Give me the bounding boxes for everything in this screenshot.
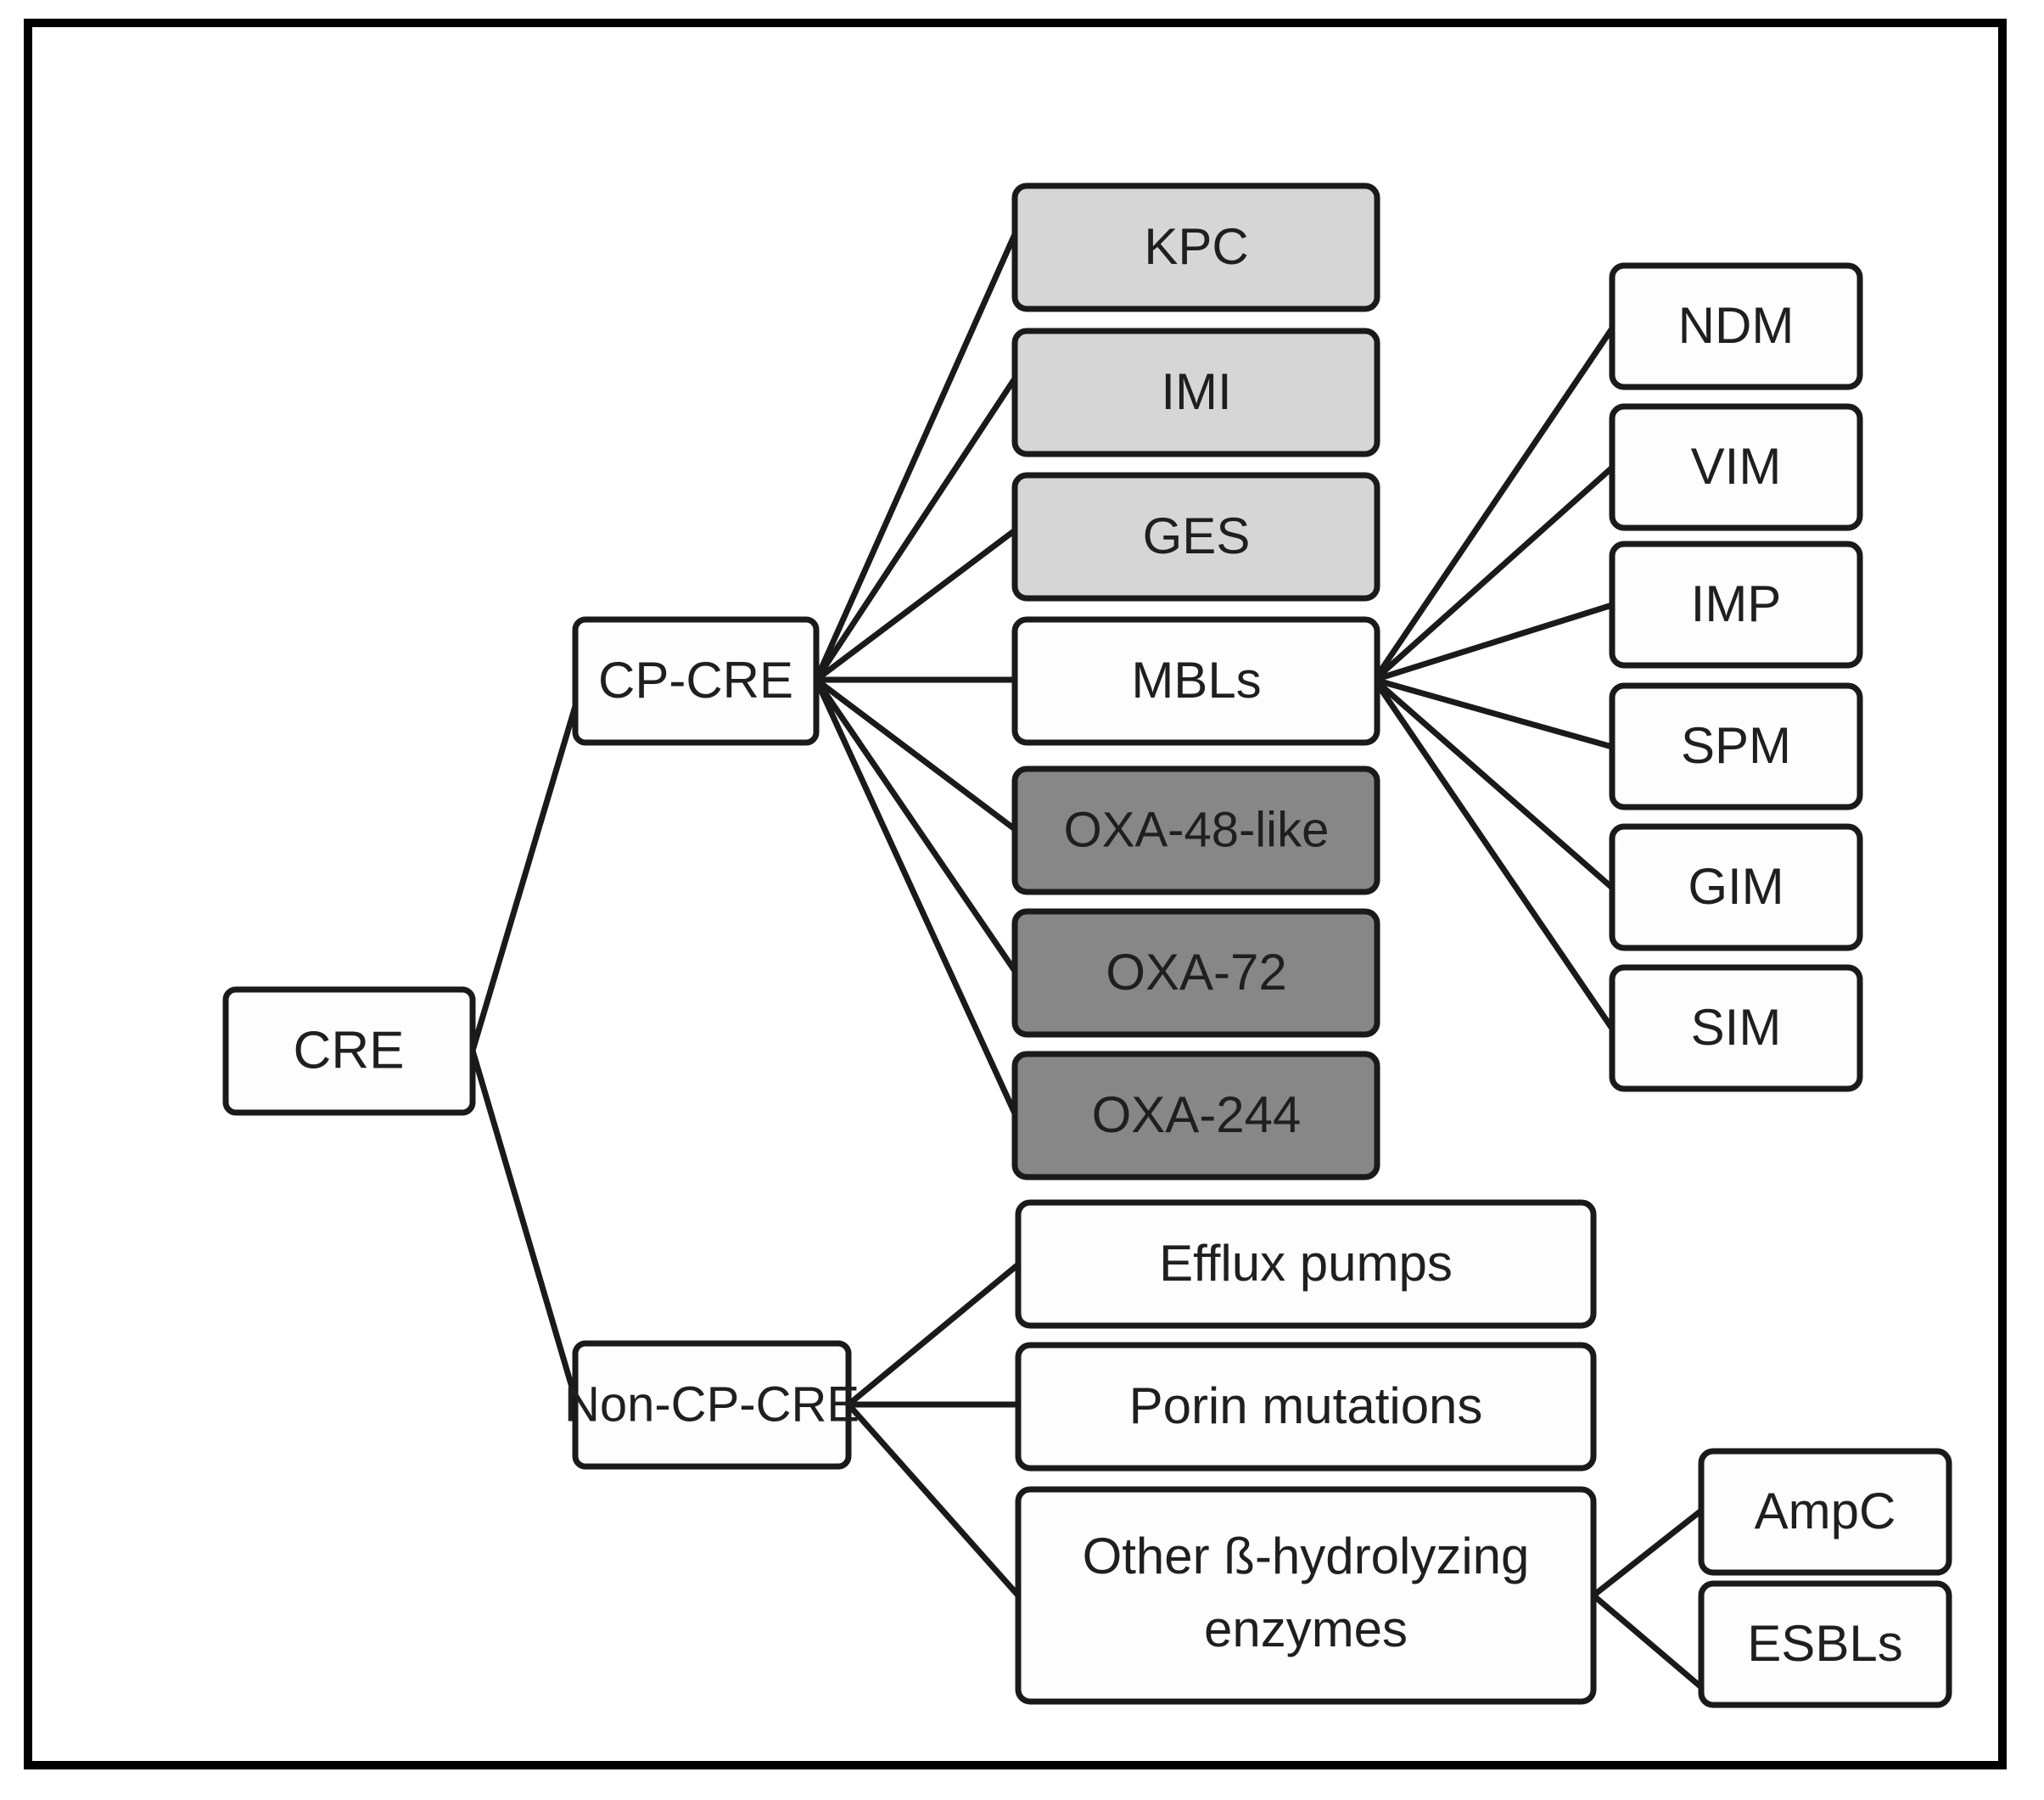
- edge-cre-to-cp-cre: [469, 703, 579, 1054]
- node-oxa-48-like[interactable]: OXA-48-like: [1011, 765, 1380, 895]
- vim-label: VIM: [1691, 438, 1782, 495]
- edge-other-enzymes-to-esbls: [1590, 1592, 1705, 1691]
- node-cre[interactable]: CRE: [222, 986, 476, 1116]
- node-esbls[interactable]: ESBLs: [1698, 1580, 1952, 1708]
- node-imp[interactable]: IMP: [1609, 541, 1863, 669]
- efflux-pumps-box[interactable]: [1015, 1199, 1597, 1329]
- node-ampc[interactable]: AmpC: [1698, 1448, 1952, 1576]
- node-efflux-pumps[interactable]: Efflux pumps: [1015, 1199, 1597, 1329]
- edge-mbls-to-spm: [1371, 676, 1616, 750]
- imi-label: IMI: [1161, 363, 1231, 420]
- node-ndm[interactable]: NDM: [1609, 262, 1863, 390]
- oxa-48-like-label: OXA-48-like: [1064, 802, 1330, 857]
- mbls-box[interactable]: [1011, 616, 1380, 746]
- edge-cp-cre-to-imi: [813, 375, 1018, 683]
- oxa-72-label: OXA-72: [1106, 944, 1286, 1001]
- edge-other-enzymes-to-ampc: [1590, 1507, 1705, 1599]
- imi-box[interactable]: [1011, 328, 1380, 457]
- cre-box[interactable]: [222, 986, 476, 1116]
- imp-box[interactable]: [1609, 541, 1863, 669]
- node-oxa-72[interactable]: OXA-72: [1011, 908, 1380, 1038]
- vim-box[interactable]: [1609, 403, 1863, 531]
- edge-non-cp-cre-to-other-enzymes: [845, 1401, 1022, 1599]
- node-cp-cre[interactable]: CP-CRE: [572, 616, 820, 746]
- node-oxa-244[interactable]: OXA-244: [1011, 1051, 1380, 1180]
- oxa-48-like-box[interactable]: [1011, 765, 1380, 895]
- edge-cp-cre-to-oxa-48-like: [813, 676, 1018, 833]
- edge-non-cp-cre-to-efflux-pumps: [845, 1261, 1022, 1408]
- oxa-244-label: OXA-244: [1092, 1086, 1302, 1143]
- porin-mutations-box[interactable]: [1015, 1342, 1597, 1472]
- oxa-72-box[interactable]: [1011, 908, 1380, 1038]
- ges-box[interactable]: [1011, 472, 1380, 602]
- kpc-box[interactable]: [1011, 182, 1380, 312]
- node-vim[interactable]: VIM: [1609, 403, 1863, 531]
- sim-box[interactable]: [1609, 964, 1863, 1092]
- gim-label: GIM: [1688, 858, 1784, 915]
- spm-box[interactable]: [1609, 682, 1863, 810]
- esbls-box[interactable]: [1698, 1580, 1952, 1708]
- gim-box[interactable]: [1609, 823, 1863, 951]
- porin-mutations-label: Porin mutations: [1129, 1377, 1483, 1434]
- mbls-label: MBLs: [1131, 652, 1261, 709]
- sim-label: SIM: [1691, 999, 1782, 1056]
- edge-group: [469, 231, 1705, 1691]
- other-enzymes-box[interactable]: [1015, 1486, 1597, 1705]
- edge-mbls-to-imp: [1371, 602, 1616, 683]
- ampc-box[interactable]: [1698, 1448, 1952, 1576]
- spm-label: SPM: [1681, 717, 1791, 774]
- node-non-cp-cre[interactable]: Non-CP-CRE: [564, 1340, 860, 1470]
- node-gim[interactable]: GIM: [1609, 823, 1863, 951]
- ges-label: GES: [1143, 507, 1251, 564]
- node-sim[interactable]: SIM: [1609, 964, 1863, 1092]
- node-other-enzymes[interactable]: Other ß-hydrolyzing enzymes: [1015, 1486, 1597, 1705]
- non-cp-cre-box[interactable]: [572, 1340, 852, 1470]
- esbls-label: ESBLs: [1747, 1615, 1902, 1672]
- edge-cp-cre-to-oxa-244: [813, 676, 1018, 1117]
- kpc-label: KPC: [1144, 218, 1248, 275]
- imp-label: IMP: [1691, 575, 1782, 632]
- cp-cre-box[interactable]: [572, 616, 820, 746]
- node-mbls[interactable]: MBLs: [1011, 616, 1380, 746]
- edge-cre-to-non-cp-cre: [469, 1047, 579, 1402]
- edge-mbls-to-vim: [1371, 464, 1616, 683]
- oxa-244-box[interactable]: [1011, 1051, 1380, 1180]
- other-enzymes-label-line1: Other ß-hydrolyzing: [1083, 1528, 1530, 1584]
- cp-cre-label: CP-CRE: [598, 652, 793, 709]
- edge-mbls-to-sim: [1371, 676, 1616, 1032]
- non-cp-cre-label: Non-CP-CRE: [564, 1377, 860, 1432]
- node-ges[interactable]: GES: [1011, 472, 1380, 602]
- edge-cp-cre-to-ges: [813, 527, 1018, 683]
- edge-cp-cre-to-oxa-72: [813, 676, 1018, 974]
- edge-mbls-to-ndm: [1371, 325, 1616, 683]
- ampc-label: AmpC: [1755, 1483, 1896, 1539]
- node-kpc[interactable]: KPC: [1011, 182, 1380, 312]
- efflux-pumps-label: Efflux pumps: [1159, 1235, 1453, 1292]
- node-imi[interactable]: IMI: [1011, 328, 1380, 457]
- edge-mbls-to-gim: [1371, 676, 1616, 891]
- cre-label: CRE: [294, 1021, 405, 1079]
- edge-cp-cre-to-kpc: [813, 231, 1018, 683]
- ndm-box[interactable]: [1609, 262, 1863, 390]
- node-porin-mutations[interactable]: Porin mutations: [1015, 1342, 1597, 1472]
- node-spm[interactable]: SPM: [1609, 682, 1863, 810]
- ndm-label: NDM: [1678, 297, 1795, 354]
- other-enzymes-label-line2: enzymes: [1204, 1601, 1408, 1657]
